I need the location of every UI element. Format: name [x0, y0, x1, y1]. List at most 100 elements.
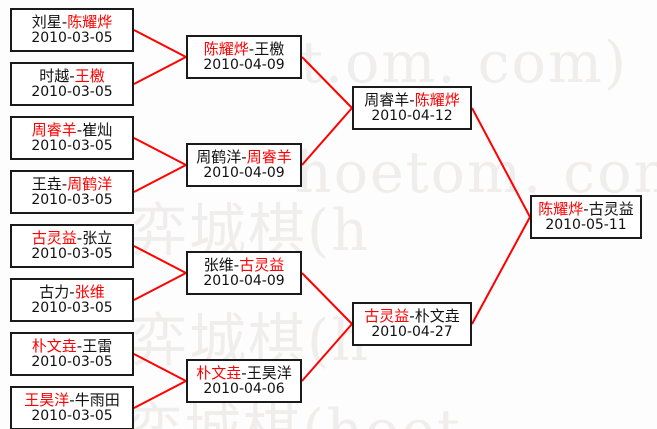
player-separator: - [583, 199, 589, 218]
player-right: 张维 [74, 282, 105, 301]
match-players: 张维-古灵益 [203, 255, 285, 274]
player-right: 王昊洋 [246, 363, 292, 382]
player-left: 周睿羊 [31, 120, 77, 139]
player-separator: - [409, 306, 415, 325]
match-players: 古灵益-张立 [31, 228, 113, 247]
connector-r1-8 [133, 380, 187, 409]
player-separator: - [76, 120, 83, 139]
player-separator: - [61, 174, 68, 193]
connector-r1-1 [133, 29, 187, 58]
player-right: 王雷 [82, 336, 113, 355]
player-right: 陈耀烨 [67, 12, 113, 31]
connector-r1-3 [133, 137, 187, 166]
player-right: 周睿羊 [246, 147, 292, 166]
player-right: 周鹤洋 [67, 174, 113, 193]
connector-r2-3 [301, 272, 353, 325]
connector-r1-7 [133, 353, 187, 382]
match-date: 2010-03-05 [31, 29, 113, 46]
player-right: 陈耀烨 [414, 90, 460, 109]
player-right: 张立 [82, 228, 113, 247]
match-date: 2010-04-12 [371, 107, 453, 124]
player-separator: - [241, 147, 247, 166]
match-players: 古力-张维 [39, 282, 105, 301]
connector-r2-2 [301, 107, 353, 166]
player-separator: - [61, 12, 68, 31]
player-separator: - [76, 228, 83, 247]
player-left: 周睿羊 [364, 90, 410, 109]
connector-r2-1 [301, 56, 353, 109]
player-separator: - [69, 66, 75, 85]
match-players: 王垚-周鹤洋 [31, 174, 113, 193]
match-date: 2010-04-09 [203, 272, 285, 289]
player-right: 王檄 [254, 39, 285, 58]
match-date: 2010-03-05 [31, 245, 113, 262]
player-left: 朴文垚 [31, 336, 77, 355]
player-left: 周鹤洋 [196, 147, 242, 166]
player-separator: - [69, 390, 75, 409]
player-right: 牛雨田 [74, 390, 120, 409]
match-players: 古灵益-朴文垚 [364, 306, 460, 325]
match-date: 2010-03-05 [31, 137, 113, 154]
player-right: 古灵益 [588, 199, 634, 218]
player-right: 古灵益 [239, 255, 285, 274]
player-left: 古灵益 [364, 306, 410, 325]
player-left: 时越 [39, 66, 70, 85]
match-date: 2010-03-05 [31, 191, 113, 208]
match-players: 周睿羊-陈耀烨 [364, 90, 460, 109]
player-right: 朴文垚 [414, 306, 460, 325]
player-separator: - [76, 336, 83, 355]
match-date: 2010-05-11 [545, 216, 627, 233]
match-players: 陈耀烨-王檄 [203, 39, 285, 58]
connector-r3-1 [471, 107, 531, 218]
player-left: 朴文垚 [196, 363, 242, 382]
match-date: 2010-04-09 [203, 164, 285, 181]
player-left: 王昊洋 [24, 390, 70, 409]
match-players: 刘星-陈耀烨 [31, 12, 113, 31]
player-separator: - [69, 282, 75, 301]
match-players: 陈耀烨-古灵益 [538, 199, 634, 218]
player-separator: - [409, 90, 415, 109]
match-date: 2010-03-05 [31, 353, 113, 370]
connector-r2-4 [301, 323, 353, 382]
match-date: 2010-04-06 [203, 380, 285, 397]
player-left: 张维 [203, 255, 234, 274]
player-separator: - [248, 39, 255, 58]
connector-r1-2 [133, 56, 187, 85]
connector-r1-6 [133, 272, 187, 301]
player-left: 古灵益 [31, 228, 77, 247]
match-date: 2010-04-27 [371, 323, 453, 340]
match-players: 朴文垚-王昊洋 [196, 363, 292, 382]
player-left: 刘星 [31, 12, 62, 31]
player-left: 王垚 [31, 174, 62, 193]
player-separator: - [233, 255, 240, 274]
player-right: 王檄 [74, 66, 105, 85]
connector-r1-5 [133, 245, 187, 274]
player-left: 陈耀烨 [203, 39, 249, 58]
match-players: 周鹤洋-周睿羊 [196, 147, 292, 166]
match-date: 2010-03-05 [31, 407, 113, 424]
player-right: 崔灿 [82, 120, 113, 139]
match-players: 王昊洋-牛雨田 [24, 390, 120, 409]
connector-r3-2 [471, 216, 531, 325]
match-date: 2010-04-09 [203, 56, 285, 73]
match-players: 时越-王檄 [39, 66, 105, 85]
match-date: 2010-03-05 [31, 83, 113, 100]
match-date: 2010-03-05 [31, 299, 113, 316]
connector-r1-4 [133, 164, 187, 193]
player-left: 陈耀烨 [538, 199, 584, 218]
